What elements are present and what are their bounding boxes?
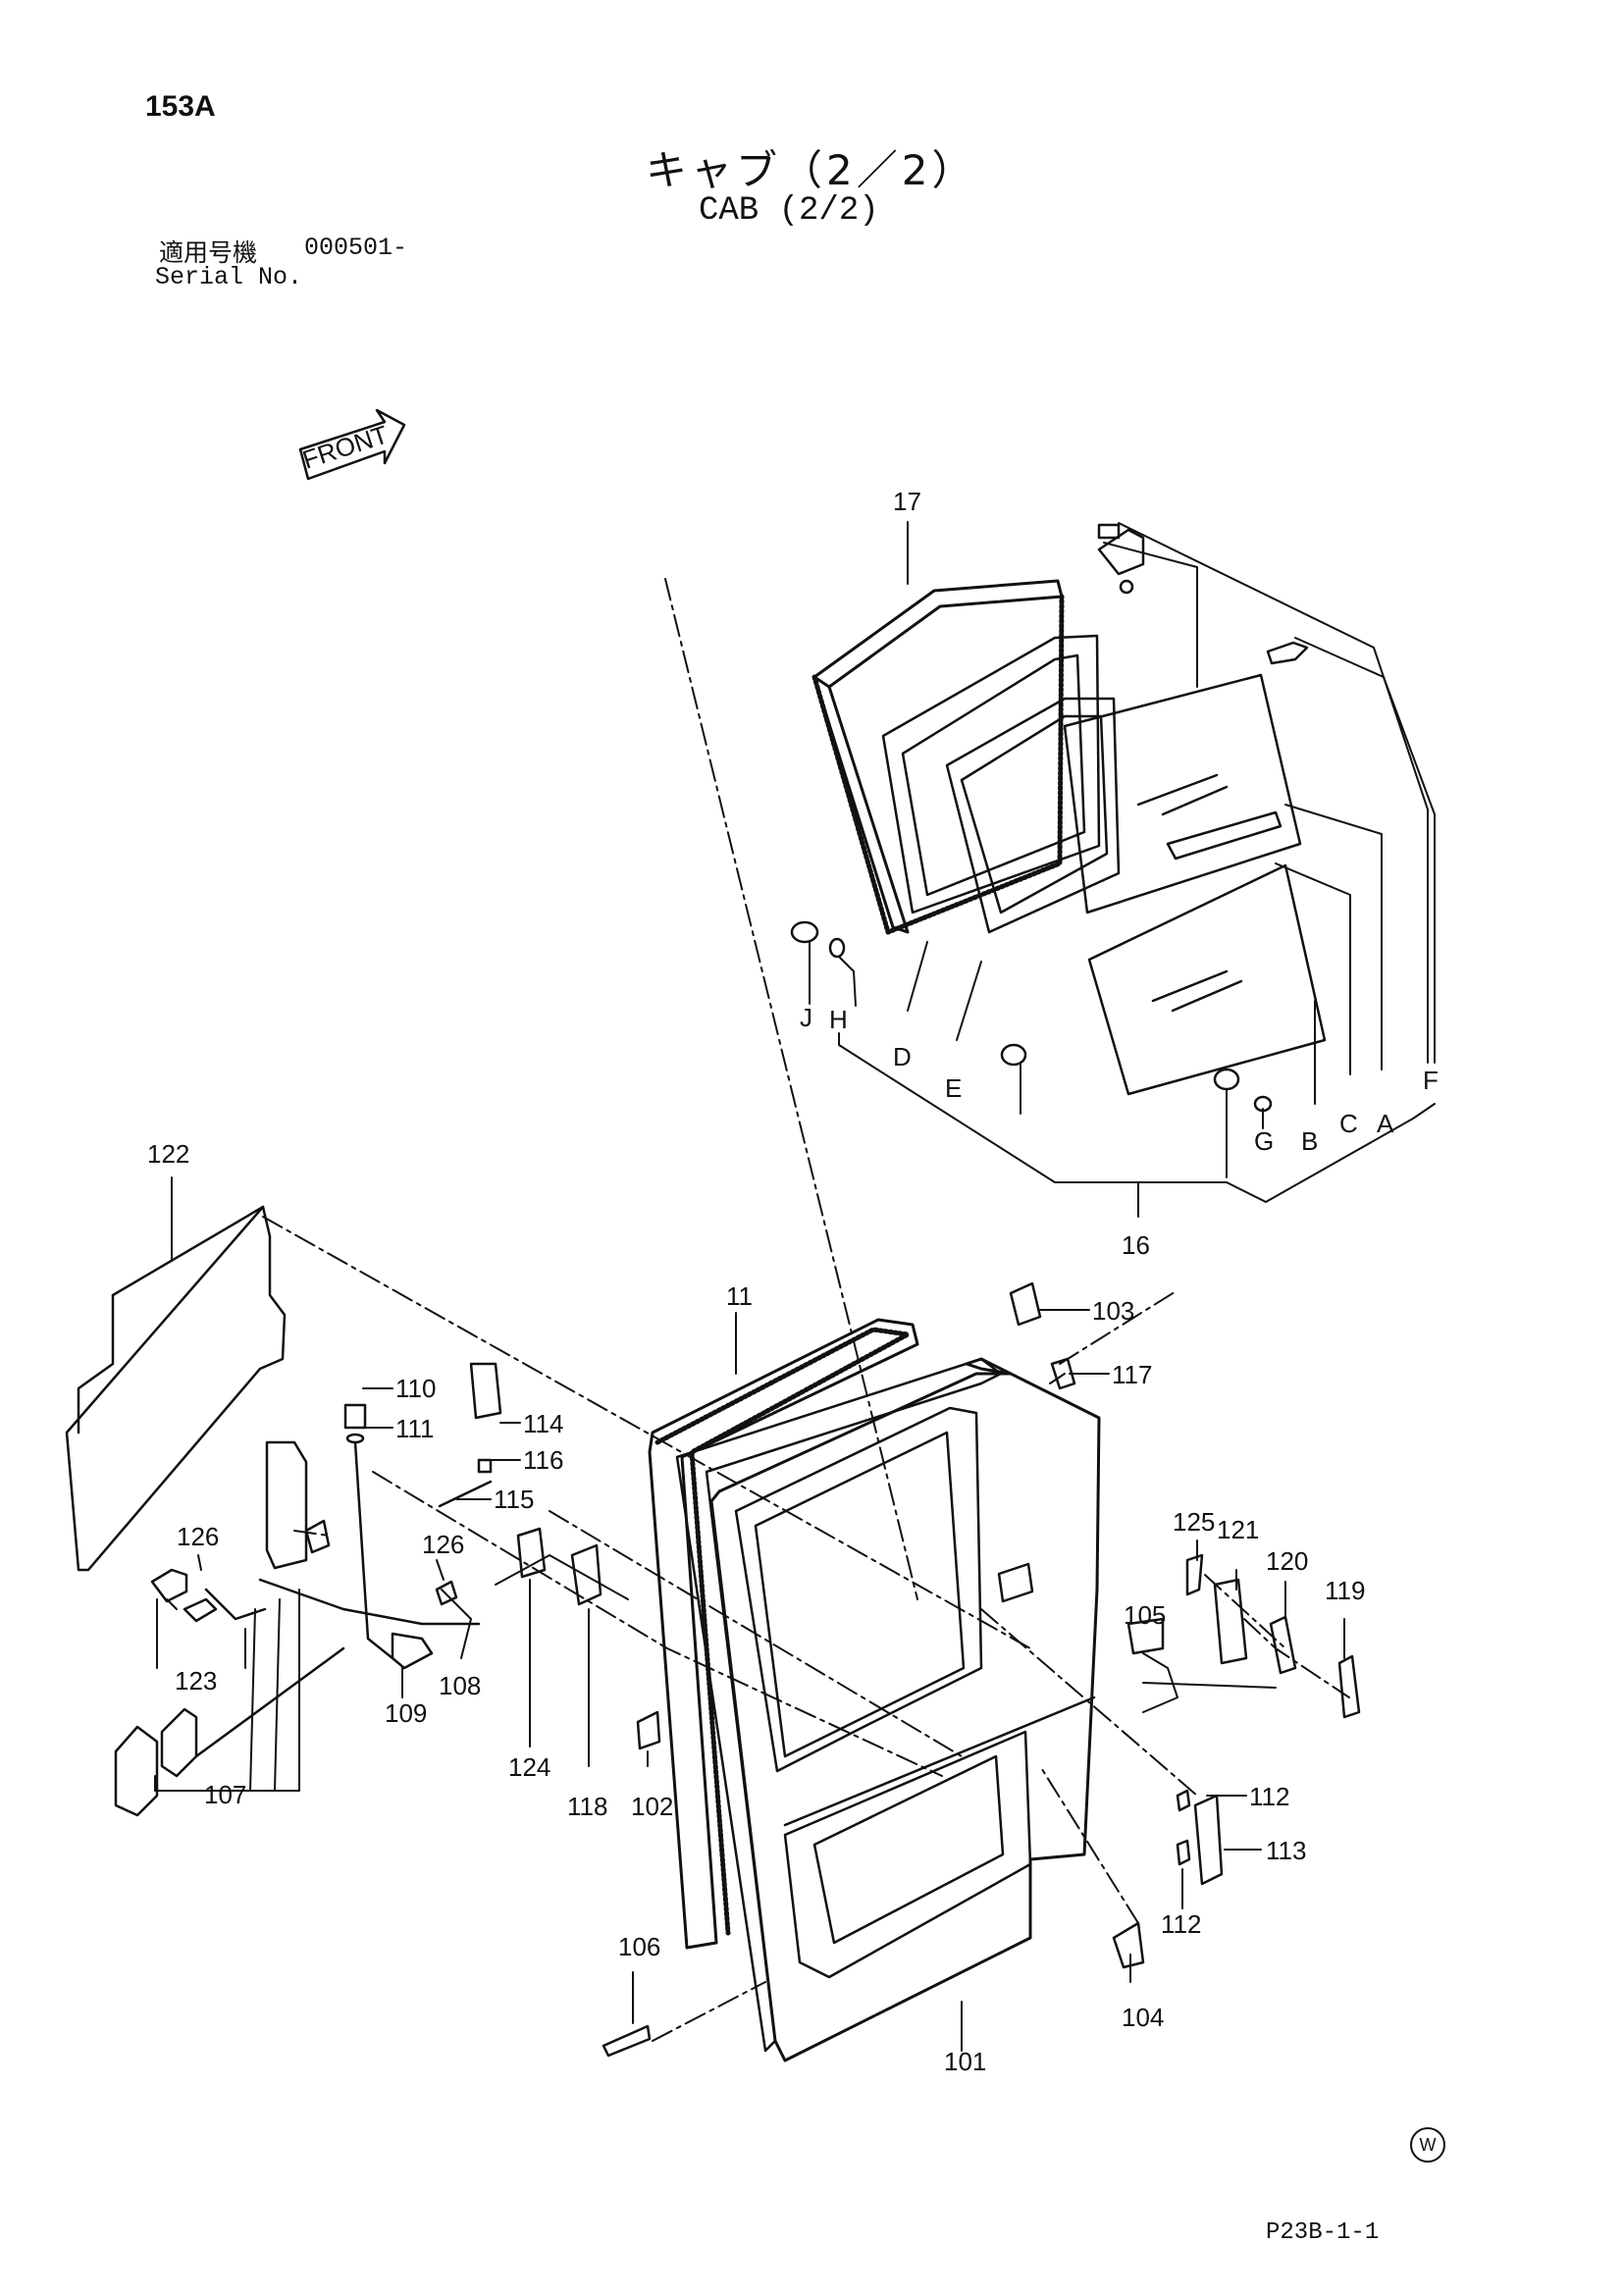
callout-104: 104	[1122, 2003, 1164, 2032]
callout-121: 121	[1217, 1515, 1259, 1544]
callout-102: 102	[631, 1792, 673, 1821]
callout-11: 11	[726, 1281, 753, 1311]
callout-107: 107	[204, 1780, 246, 1809]
callout-17: 17	[893, 487, 921, 516]
callout-116: 116	[523, 1445, 563, 1475]
lower-leader-lines	[154, 1176, 1345, 2052]
drawing-code: P23B-1-1	[1266, 2219, 1380, 2246]
upper-leader-lines	[809, 521, 1436, 1218]
callout-numbers: 17 16 11 122 103 117 110 111 114 116 115…	[147, 487, 1439, 2076]
callout-letter-e: E	[945, 1073, 962, 1103]
callout-125: 125	[1173, 1507, 1215, 1537]
callout-106: 106	[618, 1932, 660, 1961]
callout-letter-g: G	[1254, 1126, 1274, 1156]
callout-123: 123	[175, 1666, 217, 1696]
callout-124: 124	[508, 1752, 550, 1782]
page-number: 153A	[145, 90, 216, 123]
callout-letter-a: A	[1377, 1109, 1394, 1138]
cab-door	[648, 1318, 1101, 2062]
assembly-chain-lines	[166, 1216, 1350, 2042]
front-arrow-icon	[298, 408, 406, 481]
callout-115: 115	[494, 1485, 534, 1514]
serial-label-japanese: 適用号機	[159, 238, 258, 267]
latch-parts	[516, 1527, 1165, 1750]
callout-119: 119	[1325, 1576, 1365, 1605]
serial-label-english: Serial No.	[155, 263, 303, 291]
callout-111: 111	[395, 1414, 435, 1443]
callout-letter-f: F	[1423, 1066, 1439, 1095]
callout-126-left: 126	[177, 1522, 219, 1551]
callout-112-top: 112	[1249, 1782, 1289, 1811]
circled-w-mark: W	[1410, 2127, 1445, 2163]
rear-cover-panel	[65, 1205, 287, 1572]
callout-120: 120	[1266, 1546, 1308, 1576]
callout-letter-h: H	[829, 1005, 848, 1034]
page-title-japanese: キャブ（2／2）	[646, 146, 977, 194]
callout-110: 110	[395, 1374, 436, 1403]
callout-letter-d: D	[893, 1042, 912, 1071]
callout-letter-j: J	[800, 1003, 812, 1032]
callout-109: 109	[385, 1698, 427, 1728]
callout-112-bottom: 112	[1161, 1909, 1201, 1939]
page-title-english: CAB (2/2)	[699, 192, 879, 230]
callout-113: 113	[1266, 1836, 1306, 1865]
window-glass-assembly	[790, 523, 1327, 1113]
callout-117: 117	[1112, 1360, 1152, 1389]
callout-105: 105	[1124, 1600, 1166, 1630]
callout-101: 101	[944, 2047, 986, 2076]
callout-16: 16	[1122, 1230, 1150, 1260]
callout-letter-c: C	[1339, 1109, 1358, 1138]
callout-114: 114	[523, 1409, 563, 1438]
callout-126-right: 126	[422, 1530, 464, 1559]
right-hardware-parts	[602, 1281, 1361, 2058]
callout-118: 118	[567, 1792, 607, 1821]
callout-122: 122	[147, 1139, 189, 1169]
callout-103: 103	[1092, 1296, 1134, 1326]
serial-number-value: 000501-	[304, 234, 408, 262]
chain-line	[664, 578, 918, 1600]
callout-108: 108	[439, 1671, 481, 1700]
callout-letter-b: B	[1301, 1126, 1318, 1156]
lock-mechanism	[114, 1362, 502, 1817]
